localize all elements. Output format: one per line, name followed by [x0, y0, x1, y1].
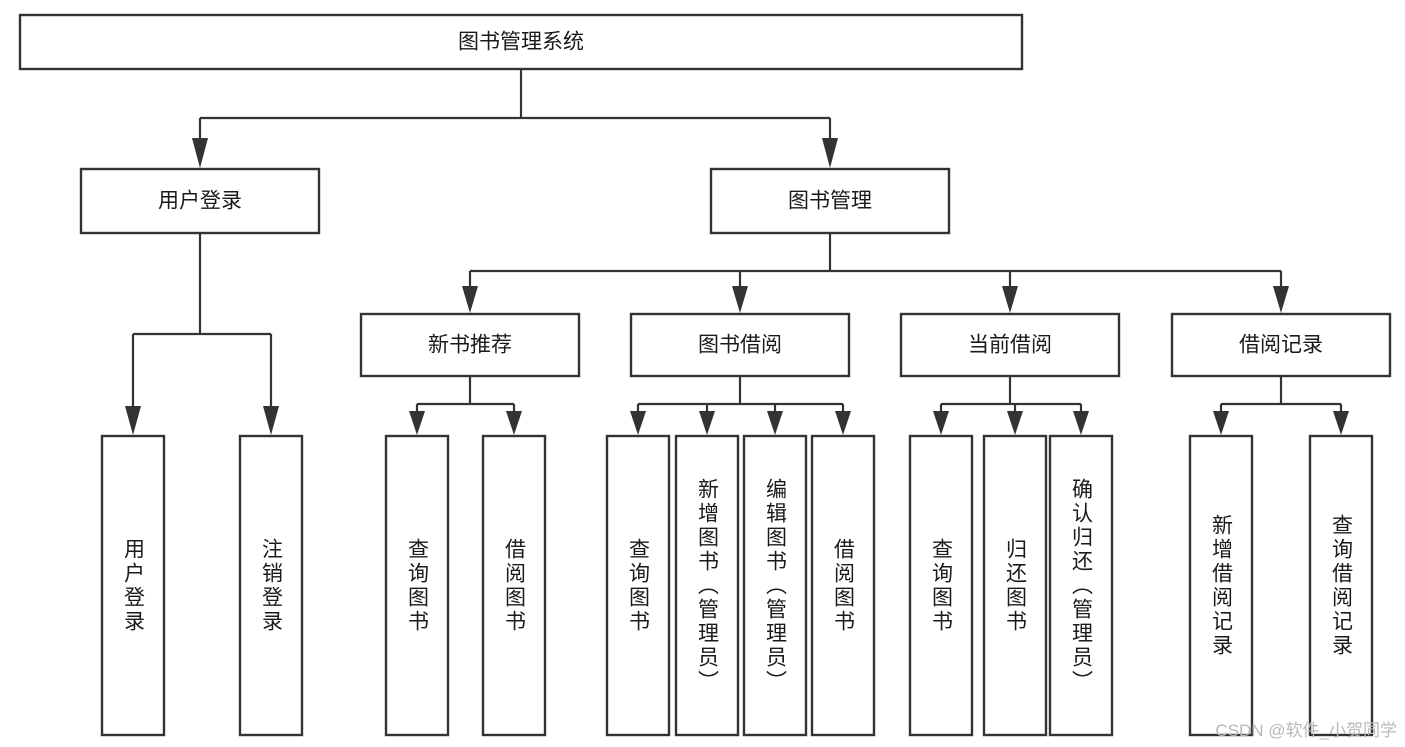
node-leaf-edit-book-rect[interactable] — [742, 434, 808, 737]
node-current-borrow[interactable]: 当前借阅 — [899, 312, 1121, 378]
node-leaf-return-book-rect[interactable] — [982, 434, 1048, 737]
node-book-borrow[interactable]: 图书借阅 — [629, 312, 851, 378]
edge-group-new-book-rec — [409, 376, 522, 435]
node-leaf-borrow-book-2-rect[interactable] — [810, 434, 876, 737]
node-borrow-record[interactable]: 借阅记录 — [1170, 312, 1392, 378]
edge-group-current-borrow — [933, 376, 1089, 435]
node-leaf-add-book-rect[interactable] — [674, 434, 740, 737]
arrowhead-leaf-query-book-1 — [409, 411, 425, 435]
node-new-book-rec-label: 新书推荐 — [428, 334, 512, 357]
node-leaf-user-login-rect[interactable] — [100, 434, 166, 737]
arrowhead-leaf-confirm-return — [1073, 411, 1089, 435]
node-leaf-query-book-3-rect[interactable] — [908, 434, 974, 737]
arrowhead-leaf-borrow-book-1 — [506, 411, 522, 435]
node-leaf-confirm-return-rect[interactable] — [1048, 434, 1114, 737]
node-borrow-record-rect[interactable] — [1170, 312, 1392, 378]
node-borrow-record-label: 借阅记录 — [1239, 334, 1323, 357]
node-current-borrow-rect[interactable] — [899, 312, 1121, 378]
arrowhead-leaf-query-record — [1333, 411, 1349, 435]
csdn-watermark: CSDN @软件_小贺同学 — [1215, 721, 1397, 740]
node-leaf-query-book-2-rect[interactable] — [605, 434, 671, 737]
arrowhead-new-book-rec — [462, 286, 478, 313]
node-leaf-borrow-book-1-rect[interactable] — [481, 434, 547, 737]
node-book-manage-rect[interactable] — [709, 167, 951, 235]
arrowhead-borrow-record — [1273, 286, 1289, 313]
node-new-book-rec[interactable]: 新书推荐 — [359, 312, 581, 378]
node-root[interactable]: 图书管理系统 — [18, 13, 1024, 71]
edge-group-book-manage — [462, 233, 1289, 313]
leaf-box-group — [100, 434, 1374, 737]
arrowhead-user-login — [192, 138, 208, 168]
edge-group-user-login — [125, 233, 279, 435]
node-root-rect[interactable] — [18, 13, 1024, 71]
arrowhead-leaf-return-book — [1007, 411, 1023, 435]
node-user-login-label: 用户登录 — [158, 190, 242, 213]
arrowhead-book-manage — [822, 138, 838, 168]
node-leaf-query-book-1-rect[interactable] — [384, 434, 450, 737]
arrowhead-leaf-borrow-book-2 — [835, 411, 851, 435]
node-leaf-logout-rect[interactable] — [238, 434, 304, 737]
edge-group-book-borrow — [630, 376, 851, 435]
edge-group-borrow-record — [1213, 376, 1349, 435]
node-book-manage[interactable]: 图书管理 — [709, 167, 951, 235]
node-book-borrow-label: 图书借阅 — [698, 334, 782, 357]
node-current-borrow-label: 当前借阅 — [968, 334, 1052, 357]
arrowhead-leaf-user-login — [125, 406, 141, 435]
node-root-label: 图书管理系统 — [458, 31, 584, 54]
node-book-manage-label: 图书管理 — [788, 190, 872, 213]
arrowhead-book-borrow — [732, 286, 748, 313]
node-new-book-rec-rect[interactable] — [359, 312, 581, 378]
arrowhead-leaf-query-book-2 — [630, 411, 646, 435]
arrowhead-current-borrow — [1002, 286, 1018, 313]
node-leaf-query-record-rect[interactable] — [1308, 434, 1374, 737]
node-book-borrow-rect[interactable] — [629, 312, 851, 378]
arrowhead-leaf-add-record — [1213, 411, 1229, 435]
edge-group-root — [192, 69, 838, 168]
arrowhead-leaf-add-book — [699, 411, 715, 435]
arrowhead-leaf-logout — [263, 406, 279, 435]
node-user-login[interactable]: 用户登录 — [79, 167, 321, 235]
node-leaf-add-record-rect[interactable] — [1188, 434, 1254, 737]
arrowhead-leaf-edit-book — [767, 411, 783, 435]
node-user-login-rect[interactable] — [79, 167, 321, 235]
arrowhead-leaf-query-book-3 — [933, 411, 949, 435]
